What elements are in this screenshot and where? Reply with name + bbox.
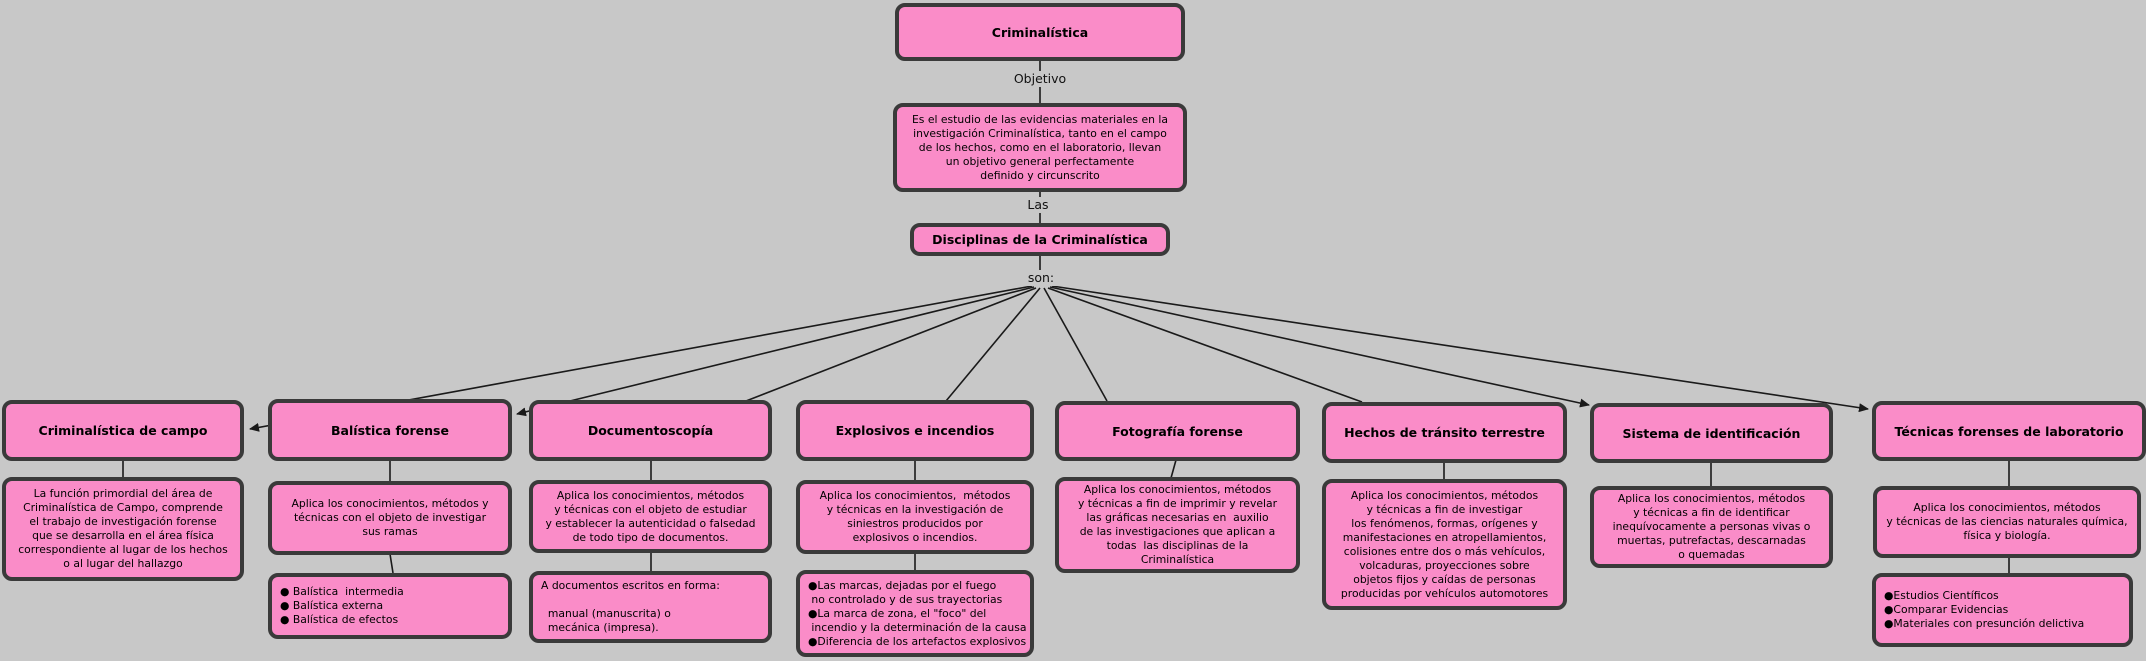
discipline-title-text: Sistema de identificación — [1622, 425, 1801, 441]
discipline-details-laboratorio[interactable]: ●Estudios Científicos ●Comparar Evidenci… — [1872, 573, 2133, 647]
discipline-title-text: Hechos de tránsito terrestre — [1344, 425, 1545, 440]
stub-balistica-2 — [389, 553, 394, 574]
discipline-description-text: Aplica los conocimientos, métodos y técn… — [1077, 483, 1278, 566]
disciplines-title: Disciplinas de la Criminalística — [932, 232, 1148, 247]
link-son-balistica — [516, 286, 1035, 417]
objective-text: Es el estudio de las evidencias material… — [911, 112, 1169, 182]
las-link-label[interactable]: Las — [1023, 197, 1053, 213]
discipline-description-text: Aplica los conocimientos, métodos y técn… — [1886, 501, 2128, 542]
discipline-title-text: Criminalística de campo — [38, 423, 208, 438]
root-node[interactable]: Criminalística — [895, 3, 1185, 61]
stub-fotografia — [1170, 459, 1177, 479]
discipline-title-balistica[interactable]: Balística forense — [268, 399, 512, 461]
discipline-title-transito[interactable]: Hechos de tránsito terrestre — [1322, 402, 1567, 463]
discipline-description-balistica[interactable]: Aplica los conocimientos, métodos y técn… — [268, 481, 512, 555]
discipline-title-explosivos[interactable]: Explosivos e incendios — [796, 400, 1034, 461]
discipline-description-documentoscopia[interactable]: Aplica los conocimientos, métodos y técn… — [529, 480, 772, 553]
discipline-title-text: Balística forense — [331, 422, 449, 438]
discipline-details-documentoscopia[interactable]: A documentos escritos en forma: manual (… — [529, 571, 772, 643]
discipline-title-documentoscopia[interactable]: Documentoscopía — [529, 400, 772, 461]
discipline-description-text: Aplica los conocimientos, métodos y técn… — [545, 488, 756, 544]
objetivo-link-label[interactable]: Objetivo — [1009, 71, 1071, 87]
objective-node[interactable]: Es el estudio de las evidencias material… — [893, 103, 1187, 192]
link-son-documentoscopia — [745, 287, 1037, 402]
discipline-details-text: ●Las marcas, dejadas por el fuego no con… — [808, 578, 1027, 648]
discipline-description-text: La función primordial del área de Crimin… — [18, 487, 228, 570]
discipline-description-campo[interactable]: La función primordial del área de Crimin… — [2, 477, 244, 581]
discipline-title-text: Documentoscopía — [587, 423, 714, 438]
son-link-label[interactable]: son: — [1023, 270, 1059, 286]
discipline-description-text: Aplica los conocimientos, métodos y técn… — [1340, 488, 1549, 600]
discipline-title-text: Técnicas forenses de laboratorio — [1894, 423, 2124, 439]
discipline-title-text: Fotografía forense — [1112, 423, 1243, 439]
discipline-details-text: ●Estudios Científicos ●Comparar Evidenci… — [1884, 589, 2085, 630]
discipline-title-fotografia[interactable]: Fotografía forense — [1055, 401, 1300, 461]
discipline-description-fotografia[interactable]: Aplica los conocimientos, métodos y técn… — [1055, 477, 1300, 573]
discipline-title-laboratorio[interactable]: Técnicas forenses de laboratorio — [1872, 401, 2146, 461]
root-title: Criminalística — [991, 24, 1089, 40]
discipline-details-text: ● Balística intermedia ● Balística exter… — [280, 585, 404, 626]
discipline-description-text: Aplica los conocimientos, métodos y técn… — [291, 497, 489, 538]
discipline-description-text: Aplica los conocimientos, métodos y técn… — [819, 489, 1011, 544]
discipline-title-text: Explosivos e incendios — [835, 423, 995, 438]
discipline-description-laboratorio[interactable]: Aplica los conocimientos, métodos y técn… — [1873, 486, 2141, 558]
discipline-description-identificacion[interactable]: Aplica los conocimientos, métodos y técn… — [1590, 486, 1833, 568]
discipline-details-text: A documentos escritos en forma: manual (… — [541, 579, 720, 634]
link-son-transito — [1047, 287, 1363, 403]
link-son-laboratorio — [1051, 285, 1869, 413]
link-son-identificacion — [1049, 286, 1590, 408]
discipline-description-explosivos[interactable]: Aplica los conocimientos, métodos y técn… — [796, 480, 1034, 554]
discipline-details-balistica[interactable]: ● Balística intermedia ● Balística exter… — [268, 573, 512, 639]
disciplines-node[interactable]: Disciplinas de la Criminalística — [910, 223, 1170, 256]
link-son-fotografia — [1043, 287, 1108, 402]
discipline-title-campo[interactable]: Criminalística de campo — [2, 400, 244, 461]
discipline-description-text: Aplica los conocimientos, métodos y técn… — [1612, 492, 1811, 561]
discipline-title-identificacion[interactable]: Sistema de identificación — [1590, 403, 1833, 463]
discipline-details-explosivos[interactable]: ●Las marcas, dejadas por el fuego no con… — [796, 570, 1034, 657]
link-son-explosivos — [945, 287, 1041, 402]
discipline-description-transito[interactable]: Aplica los conocimientos, métodos y técn… — [1322, 479, 1567, 610]
